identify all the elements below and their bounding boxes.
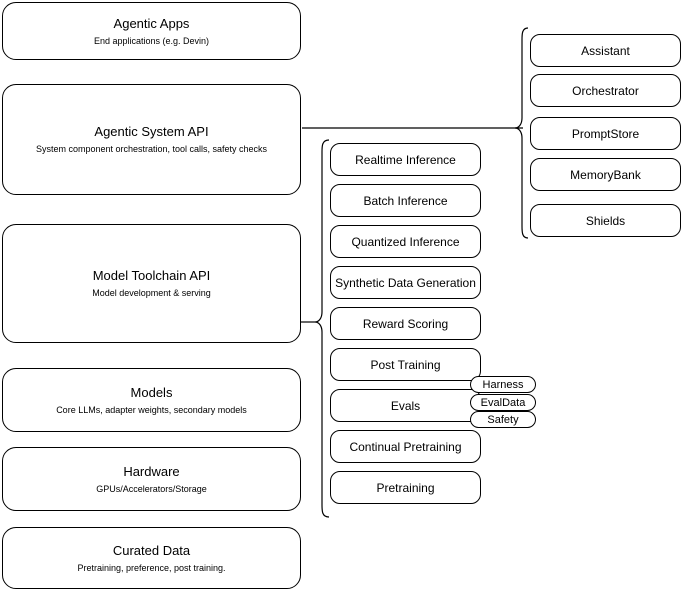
layer-subtitle: GPUs/Accelerators/Storage	[96, 483, 207, 494]
brace-toolchain-components	[314, 139, 330, 518]
component-box-shields[interactable]: Shields	[530, 204, 681, 237]
layer-subtitle: Pretraining, preference, post training.	[77, 562, 226, 573]
layer-box-curated-data[interactable]: Curated Data Pretraining, preference, po…	[2, 527, 301, 589]
badge-safety[interactable]: Safety	[470, 411, 536, 428]
layer-box-agentic-apps[interactable]: Agentic Apps End applications (e.g. Devi…	[2, 2, 301, 60]
layer-box-model-toolchain-api[interactable]: Model Toolchain API Model development & …	[2, 224, 301, 343]
layer-title: Models	[130, 384, 173, 400]
layer-box-models[interactable]: Models Core LLMs, adapter weights, secon…	[2, 368, 301, 432]
component-box-post-training[interactable]: Post Training	[330, 348, 481, 381]
component-box-quantized-inference[interactable]: Quantized Inference	[330, 225, 481, 258]
component-box-batch-inference[interactable]: Batch Inference	[330, 184, 481, 217]
badge-harness[interactable]: Harness	[470, 376, 536, 393]
component-box-continual-pretraining[interactable]: Continual Pretraining	[330, 430, 481, 463]
component-box-assistant[interactable]: Assistant	[530, 34, 681, 67]
component-box-synthetic-data-generation[interactable]: Synthetic Data Generation	[330, 266, 481, 299]
layer-subtitle: Model development & serving	[92, 288, 211, 298]
badge-evaldata[interactable]: EvalData	[470, 394, 536, 411]
layer-title: Agentic Apps	[113, 15, 190, 31]
layer-title: Model Toolchain API	[92, 268, 211, 283]
component-box-promptstore[interactable]: PromptStore	[530, 117, 681, 150]
brace-system-components	[514, 27, 529, 239]
component-box-memorybank[interactable]: MemoryBank	[530, 158, 681, 191]
layer-subtitle: End applications (e.g. Devin)	[93, 35, 210, 46]
layer-title: Curated Data	[112, 542, 191, 558]
layer-box-agentic-system-api[interactable]: Agentic System API System component orch…	[2, 84, 301, 195]
layer-subtitle: Core LLMs, adapter weights, secondary mo…	[56, 404, 247, 415]
layer-subtitle: System component orchestration, tool cal…	[35, 144, 268, 154]
layer-title: Hardware	[123, 463, 180, 479]
component-box-realtime-inference[interactable]: Realtime Inference	[330, 143, 481, 176]
component-box-evals[interactable]: Evals	[330, 389, 481, 422]
layer-box-hardware[interactable]: Hardware GPUs/Accelerators/Storage	[2, 447, 301, 511]
component-box-orchestrator[interactable]: Orchestrator	[530, 74, 681, 107]
component-box-pretraining[interactable]: Pretraining	[330, 471, 481, 504]
component-box-reward-scoring[interactable]: Reward Scoring	[330, 307, 481, 340]
layer-title: Agentic System API	[94, 124, 209, 139]
